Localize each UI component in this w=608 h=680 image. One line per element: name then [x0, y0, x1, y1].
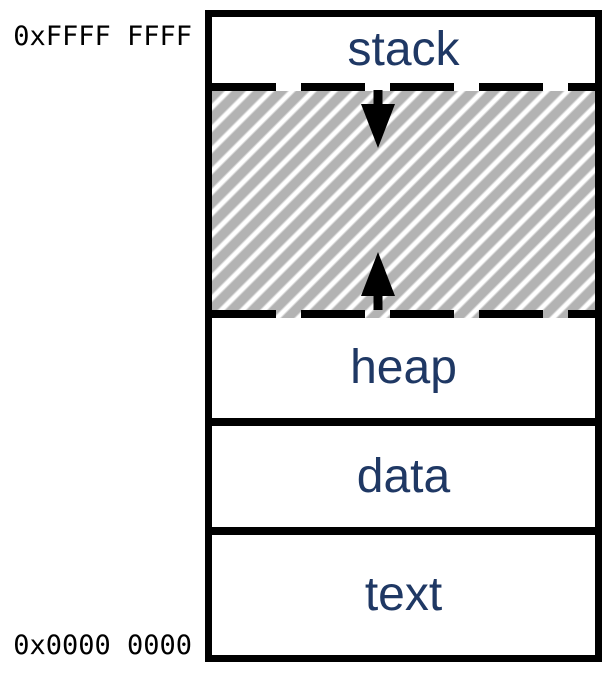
arrow-down-icon	[361, 90, 395, 148]
data-label: data	[356, 449, 451, 503]
stack-label: stack	[347, 23, 460, 76]
section-heap: heap	[212, 318, 595, 418]
section-text: text	[212, 535, 595, 655]
data-text-divider	[212, 527, 595, 535]
memory-map-box: stack heap data text	[205, 10, 602, 662]
heap-data-divider	[212, 418, 595, 426]
text-label: text	[364, 568, 443, 621]
heap-boundary-dashed-line	[212, 310, 595, 318]
free-space-hatched-region	[212, 90, 595, 318]
section-data: data	[212, 426, 595, 527]
stack-boundary-dashed-line	[212, 83, 595, 91]
arrow-up-icon	[361, 252, 395, 310]
address-label-top: 0xFFFF FFFF	[13, 21, 192, 52]
address-label-bottom: 0x0000 0000	[13, 630, 192, 661]
heap-label: heap	[350, 341, 457, 394]
section-stack: stack	[212, 17, 595, 83]
